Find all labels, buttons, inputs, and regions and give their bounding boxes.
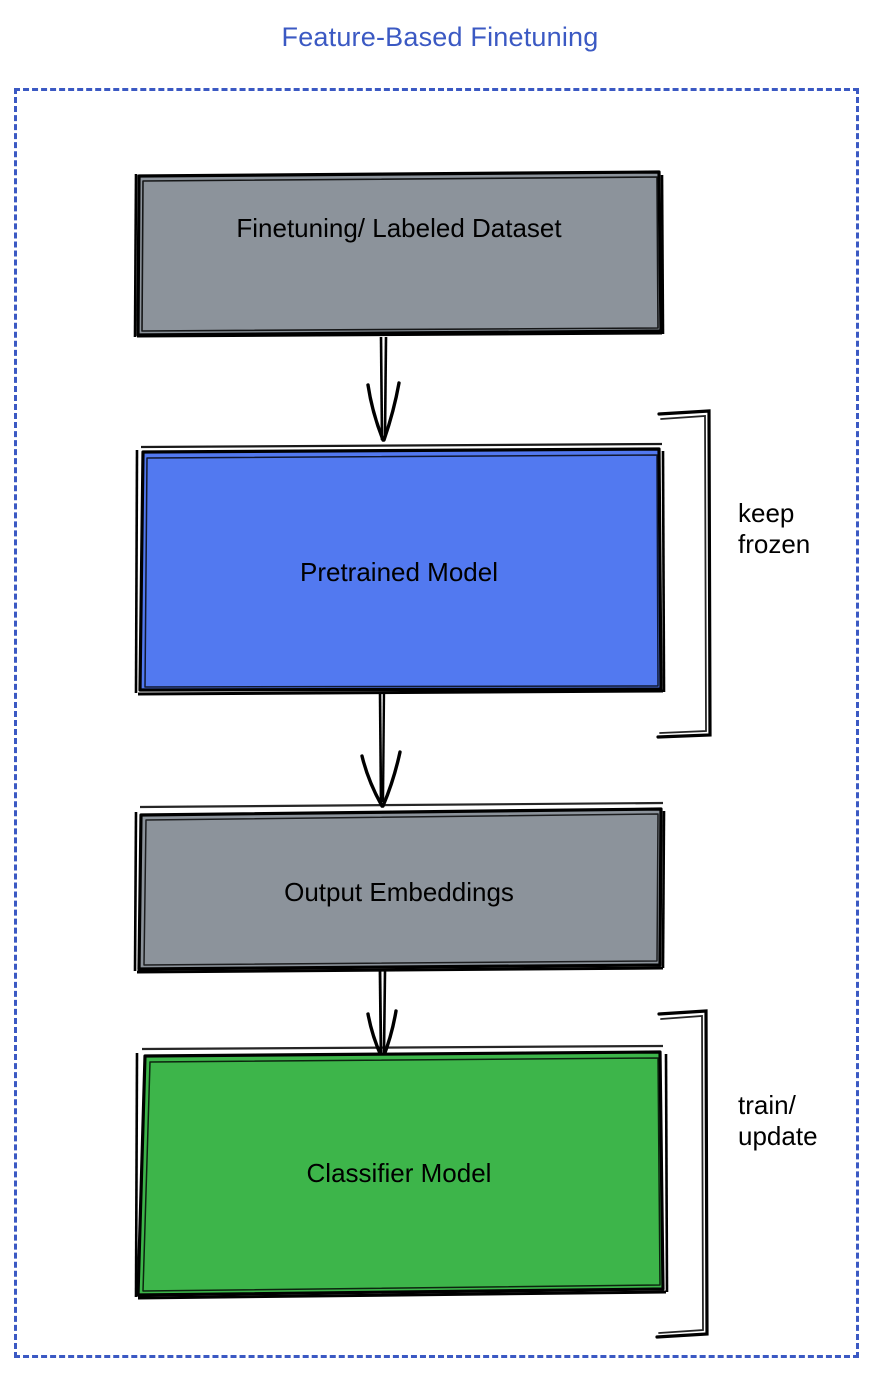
- node-label-output-embeddings: Output Embeddings: [284, 877, 514, 907]
- node-label-classifier-model: Classifier Model: [306, 1158, 492, 1188]
- diagram-dashed-frame: [14, 88, 859, 1358]
- annotation-train-update: train/ update: [738, 1090, 818, 1151]
- node-label-finetuning-dataset: Finetuning/ Labeled Dataset: [236, 213, 562, 243]
- node-label-pretrained-model: Pretrained Model: [300, 557, 498, 587]
- annotation-keep-frozen: keep frozen: [738, 498, 811, 559]
- page-title: Feature-Based Finetuning: [281, 22, 599, 52]
